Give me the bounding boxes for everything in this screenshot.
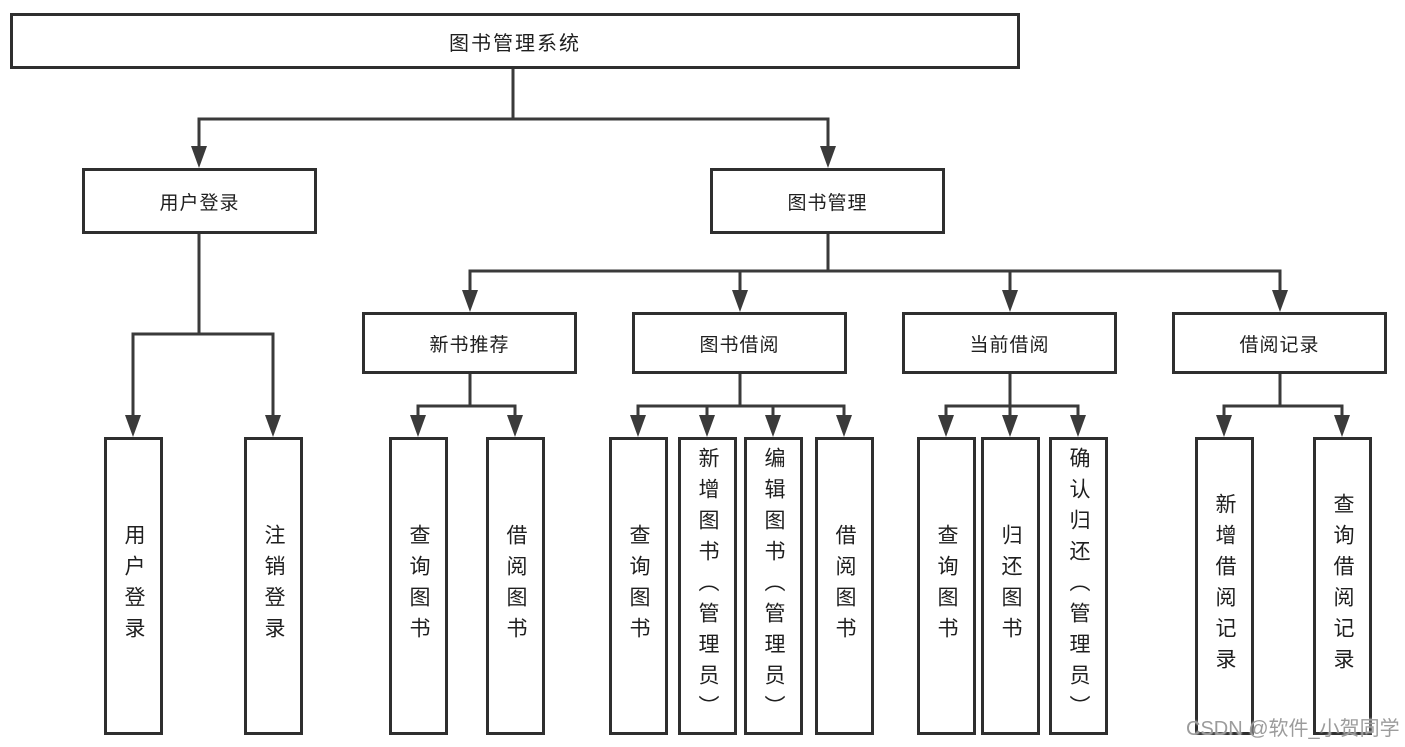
leaf-label: 新增图书（管理员） — [696, 446, 719, 726]
leaf-label: 查询图书 — [935, 524, 958, 648]
leaf-label: 查询图书 — [627, 524, 650, 648]
leaf-label: 新增借阅记录 — [1213, 493, 1236, 679]
leaf-query-borrow-record: 查询借阅记录 — [1313, 437, 1372, 735]
connector-shafts — [131, 66, 1344, 423]
csdn-watermark: CSDN @软件_小贺同学 — [1186, 718, 1400, 740]
leaf-label: 用户登录 — [122, 524, 145, 648]
leaf-label: 借阅图书 — [504, 524, 527, 648]
leaf-confirm-return-admin: 确认归还（管理员） — [1049, 437, 1108, 735]
leaf-label: 确认归还（管理员） — [1067, 446, 1090, 726]
leaf-label: 归还图书 — [999, 524, 1022, 648]
node-new-book-recommendation: 新书推荐 — [362, 312, 577, 374]
leaf-label: 注销登录 — [262, 524, 285, 648]
leaf-edit-books-admin: 编辑图书（管理员） — [744, 437, 803, 735]
leaf-return-books: 归还图书 — [981, 437, 1040, 735]
leaf-query-books-2: 查询图书 — [609, 437, 668, 735]
leaf-label: 借阅图书 — [833, 524, 856, 648]
leaf-label: 查询图书 — [407, 524, 430, 648]
leaf-borrow-books-2: 借阅图书 — [815, 437, 874, 735]
node-library-management-system: 图书管理系统 — [10, 13, 1020, 69]
leaf-borrow-books-1: 借阅图书 — [486, 437, 545, 735]
leaf-query-books-1: 查询图书 — [389, 437, 448, 735]
node-book-borrowing: 图书借阅 — [632, 312, 847, 374]
node-user-login: 用户登录 — [82, 168, 317, 234]
leaf-label: 编辑图书（管理员） — [762, 446, 785, 726]
leaf-add-books-admin: 新增图书（管理员） — [678, 437, 737, 735]
leaf-query-books-3: 查询图书 — [917, 437, 976, 735]
leaf-label: 查询借阅记录 — [1331, 493, 1354, 679]
node-borrowing-records: 借阅记录 — [1172, 312, 1387, 374]
node-book-management: 图书管理 — [710, 168, 945, 234]
leaf-logout: 注销登录 — [244, 437, 303, 735]
node-current-borrowing: 当前借阅 — [902, 312, 1117, 374]
arrowheads — [125, 146, 1350, 437]
leaf-add-borrow-record: 新增借阅记录 — [1195, 437, 1254, 735]
leaf-user-login: 用户登录 — [104, 437, 163, 735]
